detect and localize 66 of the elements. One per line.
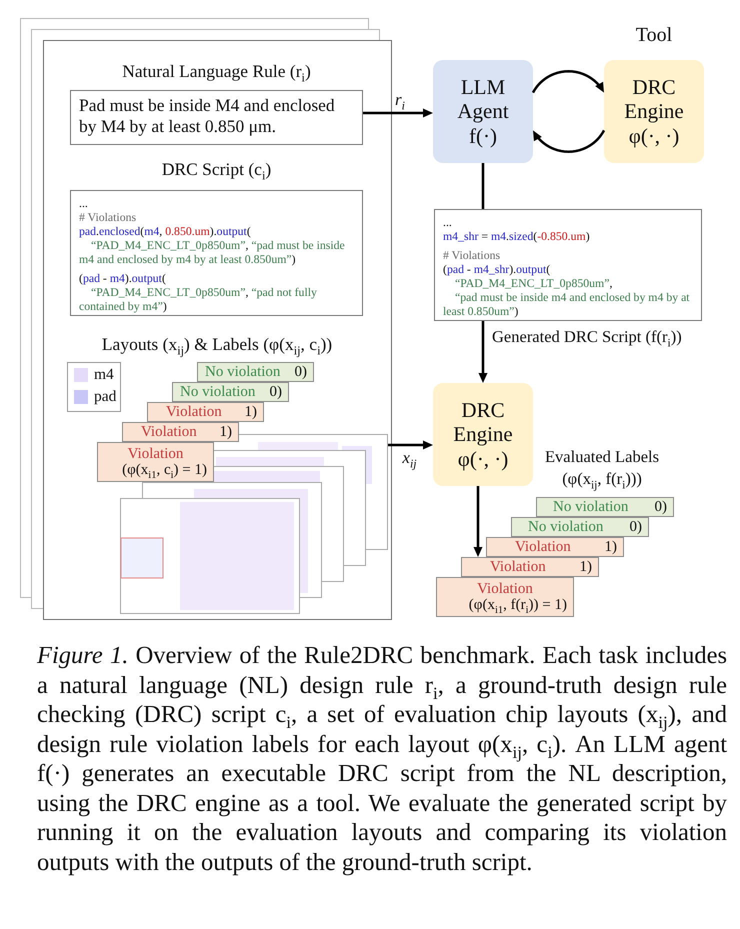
document-panel [43, 40, 392, 620]
code-line: “pad must be inside m4 and enclosed by m4 by at least 0.850um”) [443, 290, 691, 318]
section-heading: DRC Script (c$_{i}$) [162, 158, 272, 181]
label-card [172, 382, 289, 402]
label-card [122, 422, 239, 442]
label-formula: 0) [294, 364, 307, 381]
label-formula: 1) [244, 404, 257, 421]
status-label: Violation [141, 424, 197, 441]
code-line: “PAD_M4_ENC_LT_0p850um”, “pad not fully contained by m4”) [79, 285, 318, 313]
script-caption: Generated DRC Script (f(r$_{i}$)) [492, 327, 682, 347]
label-formula: (φ(x$_{i1}$, f(r$_{i}$)) = 1) [468, 597, 567, 614]
formula-text: f(·) [469, 124, 497, 148]
status-label: No violation [205, 364, 280, 381]
status-label: No violation [528, 519, 604, 536]
label-formula: 1) [604, 539, 617, 556]
code-line: pad.enclosed(m4, 0.850.um).output( [79, 224, 251, 238]
arrow [478, 321, 488, 383]
label-formula: 0) [630, 519, 642, 536]
formula-text: φ(·, ·) [628, 124, 680, 148]
status-label: Violation [490, 559, 546, 576]
label-card [511, 517, 649, 537]
connector-line [482, 163, 484, 209]
label-card [536, 497, 674, 517]
status-label: Violation [166, 404, 222, 421]
agent-box [433, 60, 533, 163]
status-label: No violation [180, 384, 256, 401]
label-card [147, 402, 264, 422]
section-heading: Natural Language Rule (r$_{i}$) [122, 60, 311, 83]
cycle-arrow [532, 70, 604, 94]
code-line: (pad - m4).output( [79, 271, 166, 285]
engine-box [433, 383, 533, 486]
arrow [474, 486, 482, 557]
label-card [97, 442, 214, 482]
code-line: m4_shr = m4.sized(-0.850.um) [443, 229, 590, 243]
code-line: ... [443, 215, 452, 229]
label-card [486, 537, 624, 557]
rule-text: Pad must be inside M4 and enclosed by M4 by at least 0.850 μm. [79, 95, 336, 137]
label-formula: 0) [654, 499, 667, 516]
arrow [388, 440, 433, 450]
label-card [197, 362, 314, 382]
code-line: # Violations [443, 248, 500, 262]
status-label: Violation [128, 446, 184, 463]
status-label: Violation [515, 539, 571, 556]
label-formula: 1) [220, 424, 232, 441]
cycle-arrow [533, 130, 606, 153]
status-label: Violation [477, 581, 533, 598]
label-card [461, 557, 599, 577]
label-formula: 0) [270, 384, 282, 401]
code-line: ... [79, 196, 88, 210]
formula-text: φ(·, ·) [458, 446, 508, 471]
status-label: No violation [553, 499, 628, 516]
code-line: (pad - m4_shr).output( [443, 262, 550, 276]
label-formula: 1) [580, 559, 592, 576]
label-card [436, 577, 574, 617]
legend-label: m4 [94, 365, 114, 384]
script-box [434, 209, 702, 321]
figure-caption: Figure 1. Overview of the Rule2DRC benchmark. Each task includes a natural language (NL) design rule r$_{i}$, a ground-truth design rule checking (DRC) script c$_{i}$, a set of evaluation chip layouts (x$_{ij}$), and design rule violation labels for each layout φ(x$_{ij}$, c$_{i}$). An LLM agent f(·) generates an executable DRC script from the NL description, using the DRC engine as a tool. We evaluate the generated script by running it on the evaluation layouts and comparing its violation outputs with the outputs of the ground-truth script. [37, 641, 727, 877]
section-heading: Layouts (x$_{ij}$) & Labels (φ(x$_{ij}$, c$_{i}$)) [102, 333, 332, 357]
code-line: “PAD_M4_ENC_LT_0p850um”, “pad must be inside m4 and enclosed by m4 by at least 0.850um”) [79, 238, 346, 266]
code-line: “PAD_M4_ENC_LT_0p850um”, [454, 276, 612, 290]
section-heading: Evaluated Labels (φ(x$_{ij}$, f(r$_{i}$))) [544, 446, 660, 491]
code-line: # Violations [79, 210, 136, 224]
legend-label: pad [94, 387, 116, 406]
arrow [363, 108, 433, 118]
label-formula: (φ(x$_{i1}$, c$_{i}$) = 1) [122, 462, 207, 479]
section-heading: Tool [636, 23, 672, 48]
